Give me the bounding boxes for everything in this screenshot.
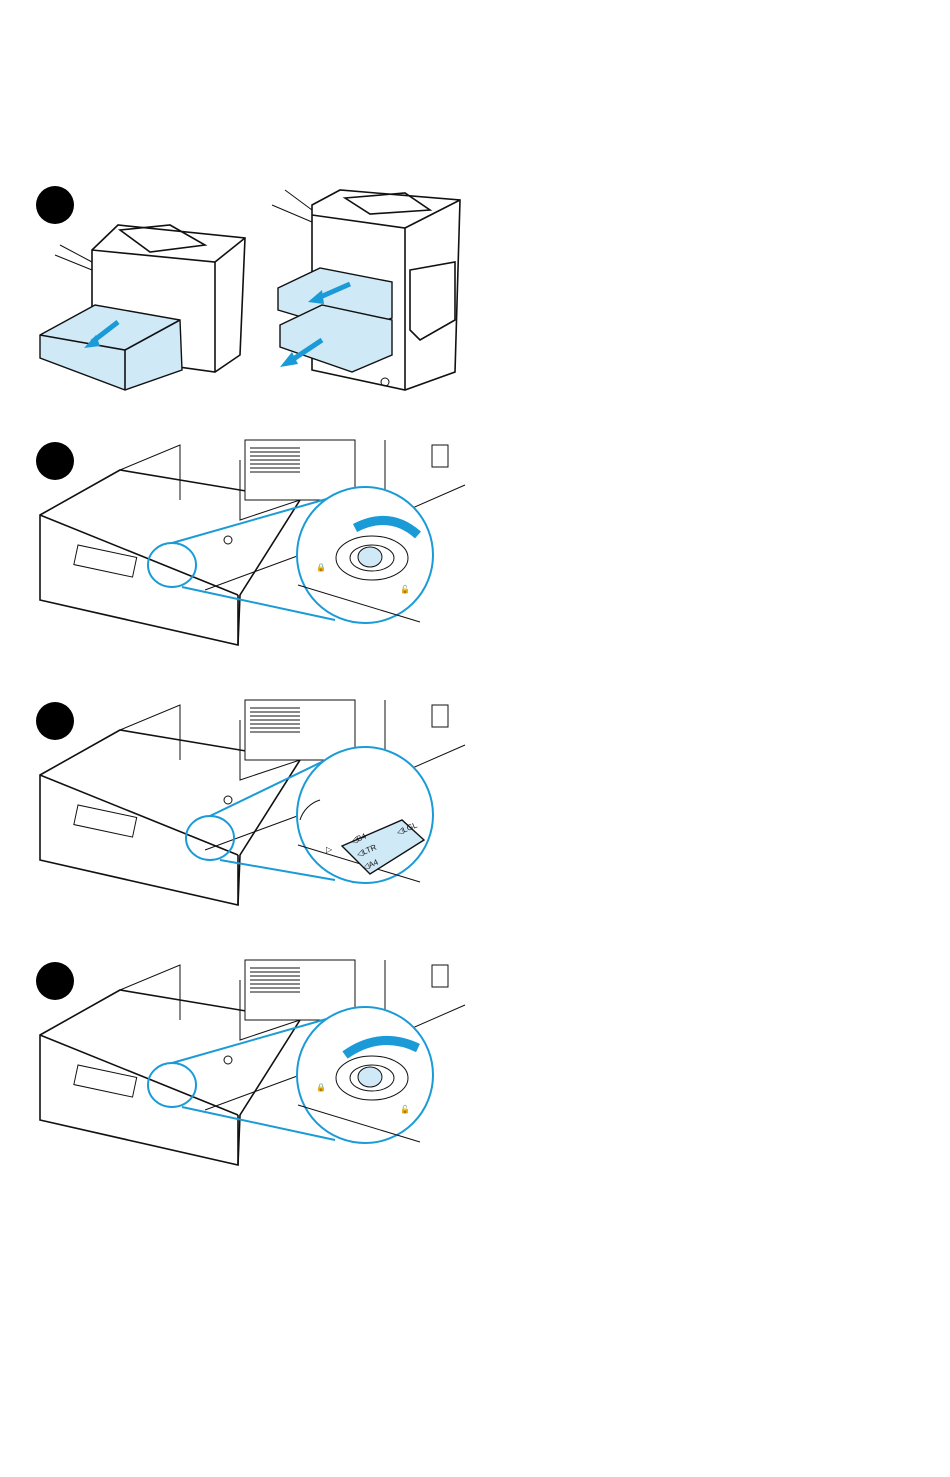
tray-illustration-step-4: 🔒🔓 [39, 959, 466, 1166]
tray-dial [357, 1066, 383, 1088]
paper-size-label [340, 819, 426, 875]
rotate-counterclockwise-arrow-icon [342, 1035, 420, 1059]
tray-dial [357, 546, 383, 568]
lock-icon: 🔒 [316, 1083, 326, 1092]
step-1-badge [36, 186, 74, 224]
unlock-icon: 🔓 [400, 1104, 410, 1114]
step-2-badge [36, 442, 74, 480]
unlock-icon: 🔓 [400, 584, 410, 594]
printer-illustration-small [39, 224, 246, 391]
rotate-clockwise-arrow-icon [352, 515, 421, 539]
printer-illustration-large [271, 189, 461, 391]
tray-illustration-step-3: ◁LGL◁B4◁LTR◁A4▷ [39, 699, 466, 906]
lock-icon: 🔒 [316, 563, 326, 572]
step-3-badge [36, 702, 74, 740]
size-pointer-icon: ▷ [326, 845, 333, 854]
tray-illustration-step-2: 🔒🔓 [39, 439, 466, 646]
step-4-badge [36, 962, 74, 1000]
